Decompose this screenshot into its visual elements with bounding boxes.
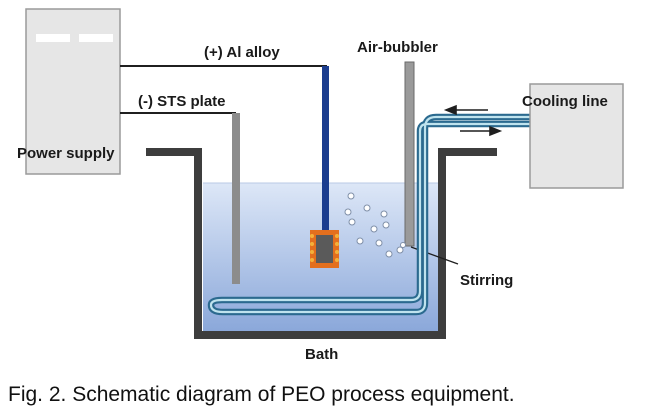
label-cooling-line: Cooling line [522, 93, 608, 110]
label-power-supply: Power supply [17, 145, 115, 162]
label-cathode: (-) STS plate [138, 93, 226, 110]
air-bubbles [344, 192, 406, 258]
label-stirring: Stirring [460, 272, 513, 289]
air-bubbler-tube [404, 61, 415, 247]
label-anode: (+) Al alloy [204, 44, 280, 61]
display-slot-left [36, 34, 70, 42]
figure-caption: Fig. 2. Schematic diagram of PEO process… [8, 383, 515, 406]
power-supply [25, 8, 121, 175]
display-slot-right [79, 34, 113, 42]
cooling-unit [529, 83, 624, 189]
label-bath: Bath [305, 346, 338, 363]
cooling-coil [207, 113, 534, 316]
al-alloy-sample [310, 230, 339, 268]
label-air-bubbler: Air-bubbler [357, 39, 438, 56]
sts-plate [232, 113, 240, 284]
al-alloy-rod [322, 66, 329, 236]
flow-arrows [443, 104, 503, 137]
bath-container [146, 148, 497, 339]
